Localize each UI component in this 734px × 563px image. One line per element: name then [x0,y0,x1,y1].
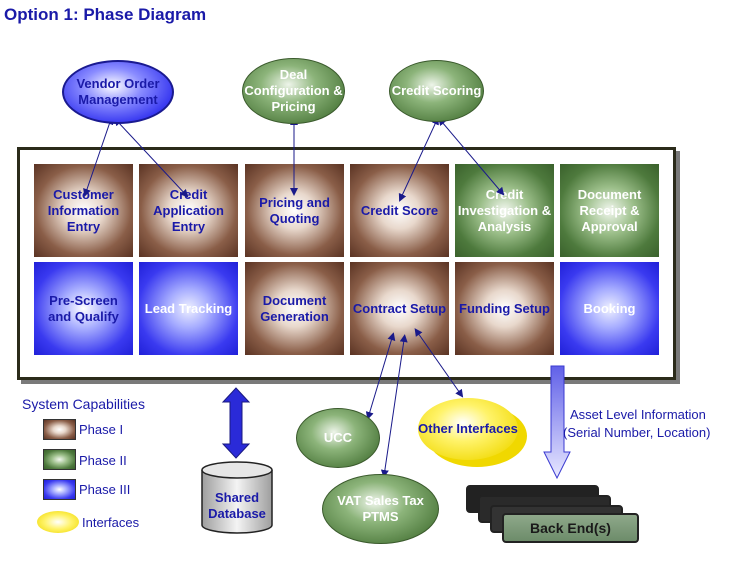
asset-info-line2: (Serial Number, Location) [563,425,711,440]
box-pre-screen-qualify[interactable]: Pre-Screen and Qualify [34,262,133,355]
box-booking[interactable]: Booking [560,262,659,355]
connector-vendor-credit-app [113,117,189,198]
legend-label-phase1: Phase I [79,422,124,437]
legend-label-interfaces: Interfaces [82,515,140,530]
legend-swatch-phase1 [43,419,76,440]
vendor-order-management-node[interactable]: Vendor Order Management [62,60,174,124]
legend-swatch-phase3 [43,479,76,500]
connector-contract-other [414,328,464,398]
ucc-node[interactable]: UCC [296,408,380,468]
connector-contract-vat [380,334,408,478]
legend-label-phase2: Phase II [79,453,127,468]
box-document-generation[interactable]: Document Generation [245,262,344,355]
connector-contract-ucc [365,332,396,420]
capabilities-frame: Customer Information Entry Credit Applic… [17,147,676,380]
database-cylinder [201,461,273,534]
vat-node[interactable]: VAT Sales Tax PTMS [322,474,439,544]
deal-configuration-node[interactable]: Deal Configuration & Pricing [242,58,345,124]
box-lead-tracking[interactable]: Lead Tracking [139,262,238,355]
box-document-receipt[interactable]: Document Receipt & Approval [560,164,659,257]
connector-vendor-customer [83,116,114,197]
asset-down-arrow [543,365,571,480]
connector-scoring-credit-score [398,116,439,202]
other-interfaces-node[interactable]: Other Interfaces [418,398,518,460]
legend-label-phase3: Phase III [79,482,131,497]
page-title: Option 1: Phase Diagram [4,5,207,24]
legend-swatch-interfaces [37,511,79,533]
asset-info-line1: Asset Level Information [570,407,706,422]
box-funding-setup[interactable]: Funding Setup [455,262,554,355]
legend-swatch-phase2 [43,449,76,470]
database-double-arrow [221,387,251,459]
credit-scoring-node[interactable]: Credit Scoring [389,60,484,122]
connector-scoring-investigation [438,117,505,196]
legend-title: System Capabilities [22,396,145,412]
shared-database-label: Shared Database [208,490,266,521]
box-customer-information-entry[interactable]: Customer Information Entry [34,164,133,257]
back-end-node[interactable]: Back End(s) [502,513,639,543]
